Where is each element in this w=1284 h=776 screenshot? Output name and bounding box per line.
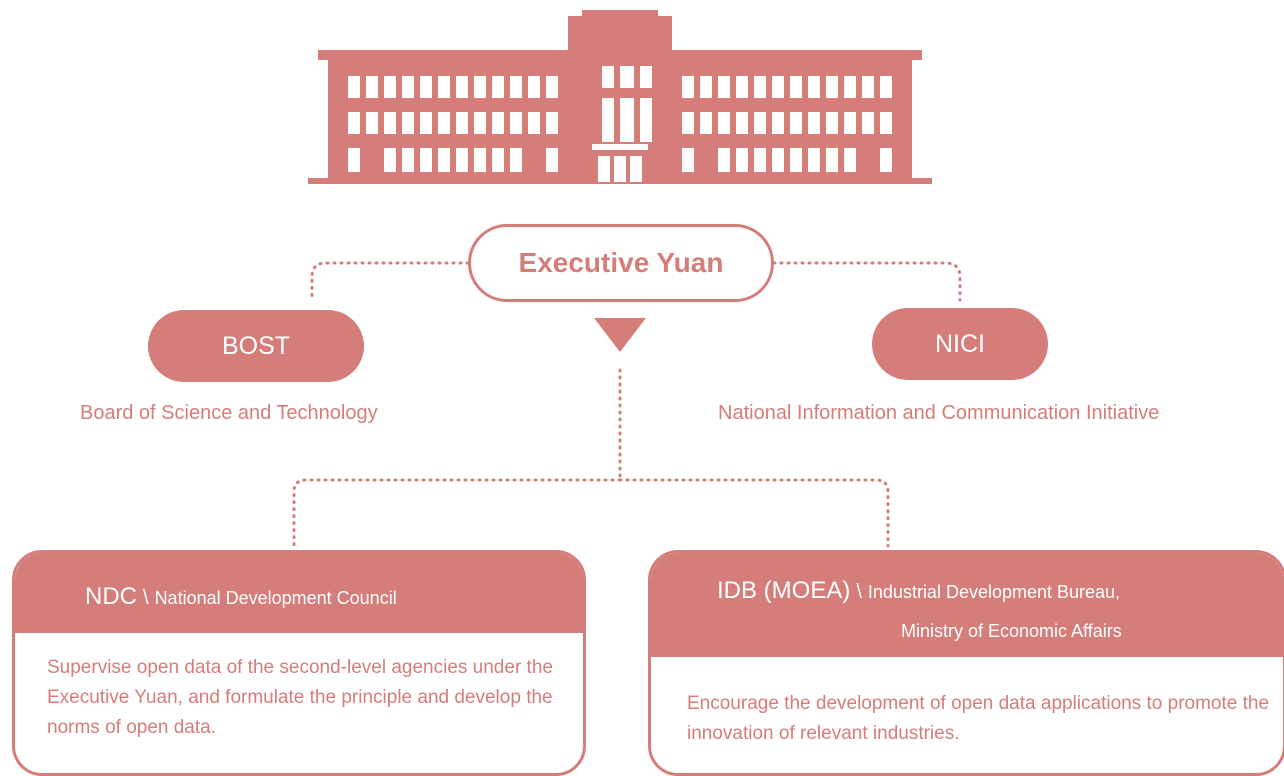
ndc-abbr: NDC xyxy=(85,583,137,610)
nici-abbr: NICI xyxy=(935,329,985,358)
connector-ndc xyxy=(292,478,622,548)
nici-full-name: National Information and Communication I… xyxy=(718,402,1160,424)
bost-node: BOST xyxy=(148,310,364,382)
ndc-separator: \ xyxy=(143,587,149,609)
government-building-icon xyxy=(308,10,932,184)
ndc-card-header: NDC \National Development Council xyxy=(15,553,583,633)
connector-bost xyxy=(310,261,470,302)
connector-nici xyxy=(772,261,962,302)
idb-full-name-line1: Industrial Development Bureau, xyxy=(867,582,1121,602)
ndc-full-name: National Development Council xyxy=(154,588,397,608)
executive-yuan-label: Executive Yuan xyxy=(518,247,724,278)
nici-node: NICI xyxy=(872,308,1048,380)
down-arrow-icon xyxy=(594,318,646,352)
idb-abbr: IDB (MOEA) xyxy=(717,577,851,604)
connector-idb xyxy=(618,478,890,548)
idb-card: IDB (MOEA)\Industrial Development Bureau… xyxy=(648,550,1284,776)
idb-separator: \ xyxy=(856,581,862,603)
bost-abbr: BOST xyxy=(221,331,291,360)
idb-description: Encourage the development of open data a… xyxy=(687,693,1270,744)
ndc-description: Supervise open data of the second-level … xyxy=(47,657,553,738)
executive-yuan-node: Executive Yuan xyxy=(468,224,774,302)
bost-full-name: Board of Science and Technology xyxy=(80,402,378,424)
idb-full-name-line2: Ministry of Economic Affairs xyxy=(901,621,1122,641)
idb-card-header: IDB (MOEA)\Industrial Development Bureau… xyxy=(651,553,1283,657)
ndc-card: NDC \National Development Council Supervi… xyxy=(12,550,586,776)
